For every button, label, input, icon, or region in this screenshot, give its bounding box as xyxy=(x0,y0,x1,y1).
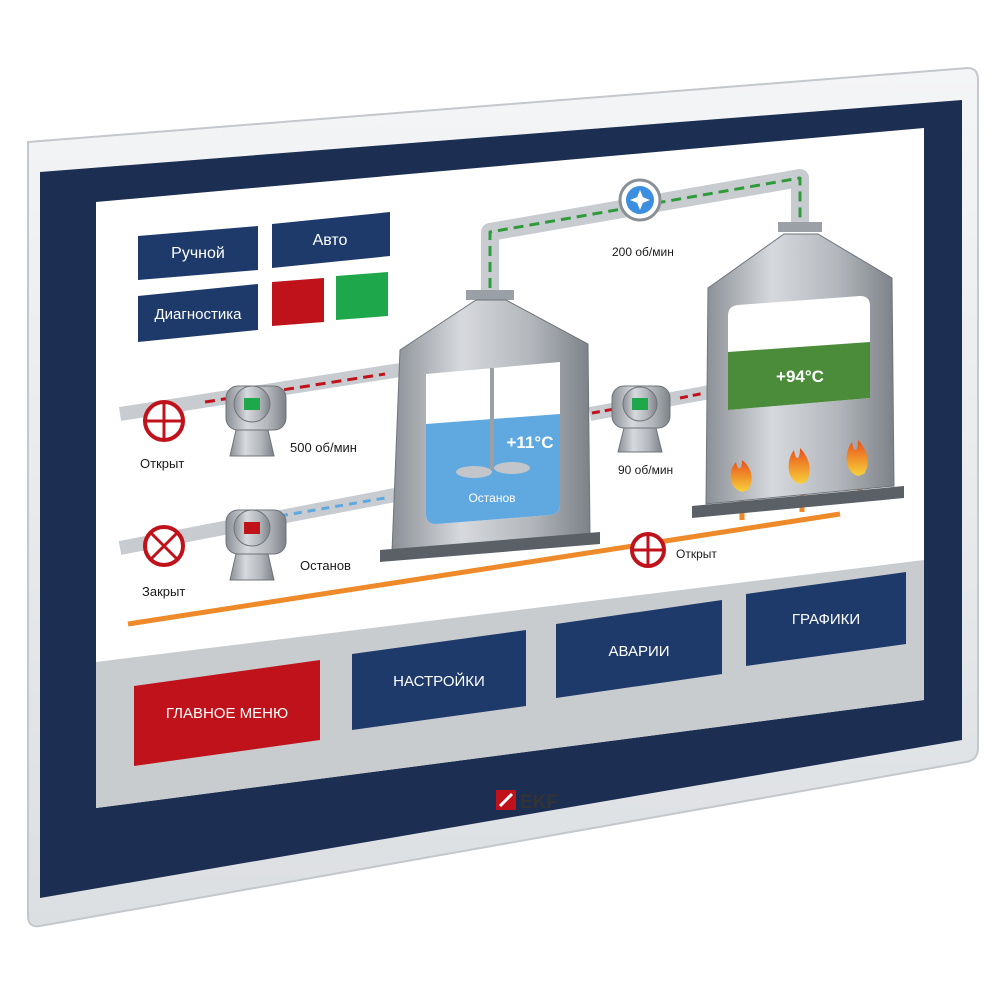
pump-3[interactable] xyxy=(611,385,671,453)
diagnostics-label: Диагностика xyxy=(155,306,243,323)
fan-icon[interactable] xyxy=(618,178,662,222)
fan-speed: 200 об/мин xyxy=(612,245,674,259)
diagnostics-button[interactable]: Диагностика xyxy=(138,284,258,342)
auto-mode-label: Авто xyxy=(313,232,348,249)
charts-button[interactable]: ГРАФИКИ xyxy=(746,572,906,666)
alarms-label: АВАРИИ xyxy=(608,643,669,660)
pump-1-speed: 500 об/мин xyxy=(290,440,357,455)
pump-2-status: Останов xyxy=(300,558,351,573)
brand-logo: EKF xyxy=(496,790,558,813)
burner-flames xyxy=(730,440,868,492)
tank-1-temperature: +11°C xyxy=(507,433,554,452)
tank-2-temperature: +94°C xyxy=(776,367,824,386)
main-menu-label: ГЛАВНОЕ МЕНЮ xyxy=(166,705,288,722)
valve-3[interactable] xyxy=(630,532,666,568)
manual-mode-button[interactable]: Ручной xyxy=(138,226,258,280)
alarms-button[interactable]: АВАРИИ xyxy=(556,600,722,698)
mixer-status: Останов xyxy=(468,491,515,505)
pump-2[interactable] xyxy=(225,509,287,581)
flame-icon xyxy=(788,448,810,484)
flame-icon xyxy=(846,440,868,476)
settings-button[interactable]: НАСТРОЙКИ xyxy=(352,630,526,730)
heating-tank xyxy=(692,222,904,518)
red-indicator xyxy=(272,278,324,326)
charts-label: ГРАФИКИ xyxy=(792,611,860,628)
valve-2-state: Закрыт xyxy=(142,584,185,599)
pump-1[interactable] xyxy=(225,385,287,457)
pump-3-speed: 90 об/мин xyxy=(618,463,673,477)
valve-1[interactable] xyxy=(143,400,185,442)
main-menu-button[interactable]: ГЛАВНОЕ МЕНЮ xyxy=(134,660,320,766)
auto-mode-button[interactable]: Авто xyxy=(272,212,390,268)
valve-2[interactable] xyxy=(143,525,185,567)
flame-icon xyxy=(730,460,752,492)
brand-logo-text: EKF xyxy=(520,792,558,813)
valve-1-state: Открыт xyxy=(140,456,184,471)
settings-label: НАСТРОЙКИ xyxy=(393,672,485,690)
green-indicator xyxy=(336,272,388,320)
tank-2-liquid xyxy=(728,342,870,410)
mixing-tank xyxy=(380,290,600,562)
valve-3-state: Открыт xyxy=(676,547,717,561)
manual-mode-label: Ручной xyxy=(171,245,225,262)
